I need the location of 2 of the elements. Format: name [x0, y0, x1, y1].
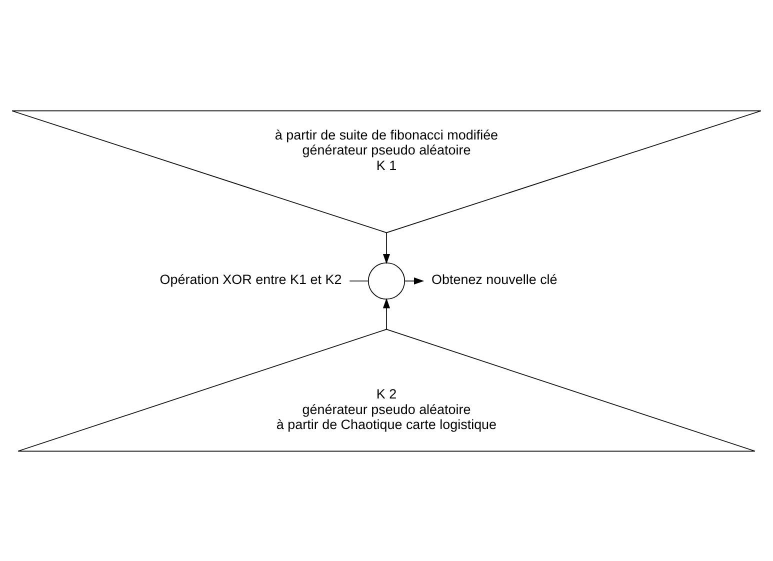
node-text: Opération XOR entre K1 et K2 — [160, 272, 342, 287]
node-text: Obtenez nouvelle clé — [432, 272, 558, 287]
